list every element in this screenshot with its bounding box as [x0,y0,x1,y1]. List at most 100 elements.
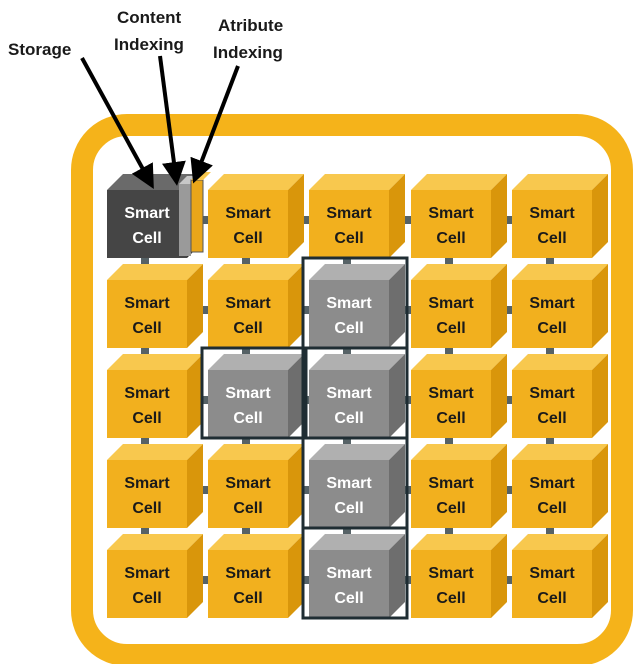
cube-side-face [592,354,608,438]
cube-front-face [411,550,491,618]
content-indexing-label-line1: Content [117,8,182,27]
cell-label-line1: Smart [529,475,575,492]
storage-label: Storage [8,40,71,59]
cube-top-face [208,354,304,370]
cell-label-line2: Cell [132,230,161,247]
cube-front-face [208,460,288,528]
cube-front-face [208,550,288,618]
cube-side-face [187,264,203,348]
cube-top-face [309,444,405,460]
cell-label-line2: Cell [233,500,262,517]
cell-label-line1: Smart [326,475,372,492]
cell-label-line1: Smart [326,565,372,582]
cell-label-line1: Smart [124,565,170,582]
cube-front-face [411,280,491,348]
cube-front-face [411,190,491,258]
cube-side-face [389,534,405,618]
cell-label-line2: Cell [436,500,465,517]
cube-front-face [309,370,389,438]
cube-top-face [512,534,608,550]
cell-label-line2: Cell [233,230,262,247]
cube-top-face [309,354,405,370]
cell-label-line1: Smart [225,385,271,402]
cube-top-face [411,534,507,550]
cell-label-line1: Smart [428,475,474,492]
cell-label-line2: Cell [537,410,566,427]
content-indexing-label-line2: Indexing [114,35,184,54]
content-index-slab [179,184,191,256]
cube-side-face [491,534,507,618]
highlight-box [200,346,308,440]
cube-front-face [512,370,592,438]
cube-side-face [389,444,405,528]
cell-label-line2: Cell [233,410,262,427]
cube-front-face [411,370,491,438]
cube-side-face [187,354,203,438]
attribute-index-slab [190,179,204,253]
cube-front-face [512,550,592,618]
cell-label-line2: Cell [537,500,566,517]
cube-front-face [512,280,592,348]
cube-side-face [491,264,507,348]
cell-label-line2: Cell [132,590,161,607]
cell-layer: SmartCellSmartCellSmartCellSmartCellSmar… [107,172,608,618]
cell-label-line2: Cell [132,410,161,427]
cube-side-face [288,534,304,618]
cell-label-line2: Cell [233,590,262,607]
cube-front-face [208,280,288,348]
cube-top-face [309,534,405,550]
cell-label-line1: Smart [428,295,474,312]
cube-top-face [512,354,608,370]
cell-label-line2: Cell [436,410,465,427]
cell-label-line2: Cell [537,320,566,337]
cube-side-face [592,264,608,348]
cube-top-face [411,354,507,370]
cell-label-line2: Cell [132,500,161,517]
cell-label-line2: Cell [436,590,465,607]
cell-label-line2: Cell [233,320,262,337]
cell-label-line1: Smart [326,205,372,222]
cell-label-line2: Cell [334,500,363,517]
cube-front-face [107,370,187,438]
cell-label-line2: Cell [334,320,363,337]
cell-label-line2: Cell [436,230,465,247]
cube-top-face [309,174,405,190]
cube-front-face [107,280,187,348]
highlight-box [301,526,409,620]
cube-top-face [208,444,304,460]
cube-side-face [592,534,608,618]
cube-top-face [512,264,608,280]
cube-front-face [208,370,288,438]
attribute-indexing-label-line2: Indexing [213,43,283,62]
cube-side-face [288,354,304,438]
cell-label-line2: Cell [132,320,161,337]
cube-front-face [107,550,187,618]
cell-label-line1: Smart [326,295,372,312]
cube-side-face [187,534,203,618]
cube-front-face [309,280,389,348]
highlight-layer [200,256,409,620]
cube-top-face [309,264,405,280]
cell-label-line1: Smart [225,475,271,492]
cube-side-face [187,444,203,528]
cube-top-face [107,444,203,460]
cube-top-face [208,264,304,280]
attribute-indexing-label-line1: Atribute [218,16,283,35]
cell-label-line1: Smart [225,205,271,222]
cell-label-line1: Smart [124,295,170,312]
cell-label-line1: Smart [428,385,474,402]
cell-label-line2: Cell [436,320,465,337]
cube-top-face [208,174,304,190]
